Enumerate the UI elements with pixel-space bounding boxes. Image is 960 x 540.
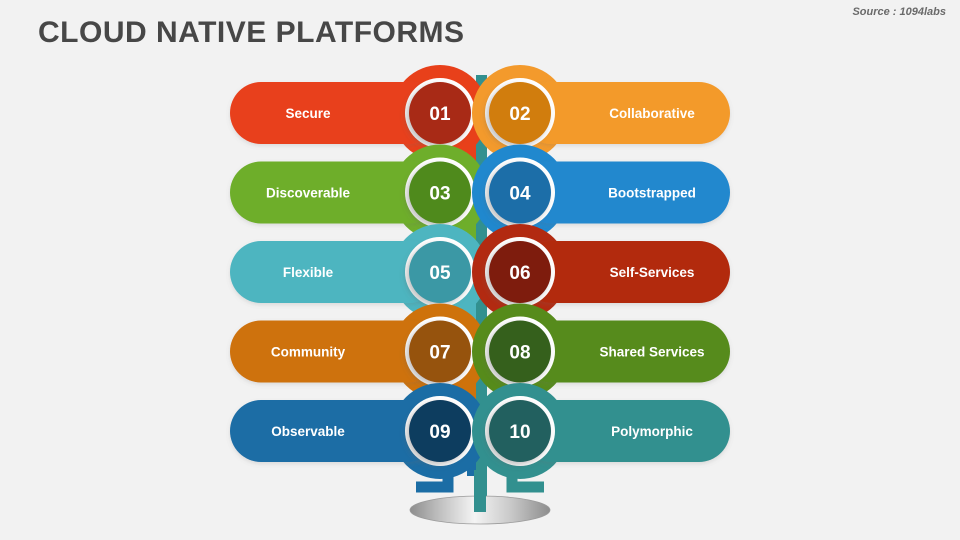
item-circle (409, 241, 471, 303)
item-pill (230, 241, 440, 303)
item-label: Shared Services (599, 345, 704, 360)
item-number: 01 (429, 104, 451, 125)
item-circle (489, 400, 551, 462)
item-number: 06 (509, 263, 530, 284)
item-circle (409, 161, 471, 224)
item-pill (230, 320, 440, 383)
item-circle (489, 161, 551, 224)
item-number: 02 (509, 104, 530, 125)
item-number: 10 (509, 422, 530, 443)
item-ring-tail (416, 473, 454, 493)
item-layer: 01 Secure 02 Collaborative 03 Discoverable 04 B… (230, 65, 731, 493)
diagram-item-06[interactable]: 06 Self-Services (472, 224, 731, 334)
diagram-item-04[interactable]: 04 Bootstrapped (472, 144, 731, 254)
item-label: Community (271, 345, 346, 360)
item-label: Discoverable (266, 186, 351, 201)
item-pill (520, 82, 730, 144)
item-pill (520, 320, 730, 383)
item-circle (409, 82, 471, 144)
item-number: 09 (429, 422, 450, 443)
diagram-item-10[interactable]: 10 Polymorphic (472, 383, 731, 493)
item-label: Secure (285, 106, 331, 121)
diagram-item-09[interactable]: 09 Observable (230, 383, 488, 493)
item-label: Observable (271, 424, 345, 439)
item-circle (409, 400, 471, 462)
item-circle (409, 320, 471, 383)
item-label: Collaborative (609, 106, 695, 121)
item-number: 08 (509, 343, 530, 364)
item-pill (520, 161, 730, 224)
item-label: Self-Services (610, 265, 695, 280)
item-ring-tail (506, 473, 544, 493)
item-label: Flexible (283, 265, 334, 280)
page-title: CLOUD NATIVE PLATFORMS (38, 16, 465, 49)
item-pill (230, 161, 440, 224)
item-pill (520, 241, 730, 303)
item-label: Polymorphic (611, 424, 693, 439)
item-circle (489, 82, 551, 144)
item-circle (489, 241, 551, 303)
item-circle (489, 320, 551, 383)
item-pill (230, 400, 440, 462)
source-credit: Source : 1094labs (852, 6, 946, 18)
item-label: Bootstrapped (608, 186, 696, 201)
item-number: 07 (429, 343, 450, 364)
base-stem-cap (474, 470, 486, 512)
item-pill (520, 400, 730, 462)
item-number: 05 (429, 263, 451, 284)
item-pill (230, 82, 440, 144)
item-number: 03 (429, 184, 450, 205)
item-number: 04 (509, 184, 531, 205)
